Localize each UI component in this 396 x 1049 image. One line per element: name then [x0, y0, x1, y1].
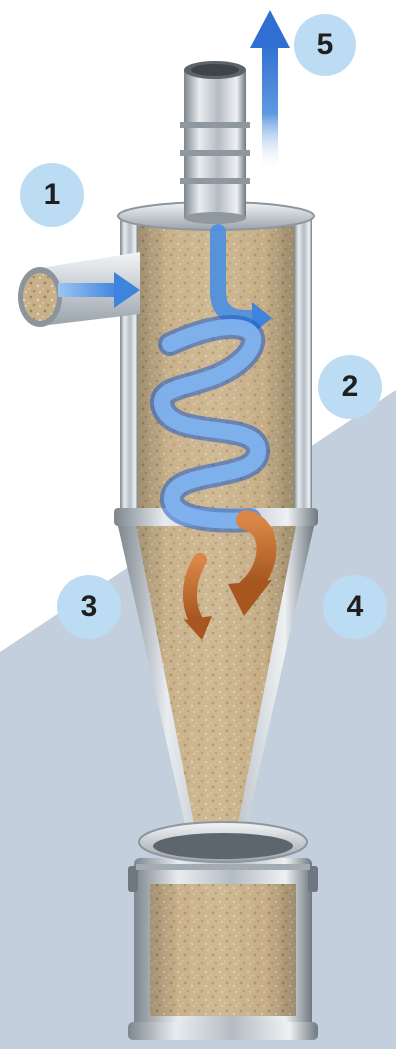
step-badge-1: 1 [20, 163, 84, 227]
exhaust-arrow [250, 10, 290, 172]
step-badge-2: 2 [318, 355, 382, 419]
step-badge-5: 5 [294, 14, 356, 76]
outlet-pipe [180, 61, 250, 220]
step-badge-3: 3 [57, 575, 121, 639]
collection-bin [128, 822, 318, 1040]
step-badge-4: 4 [323, 575, 387, 639]
